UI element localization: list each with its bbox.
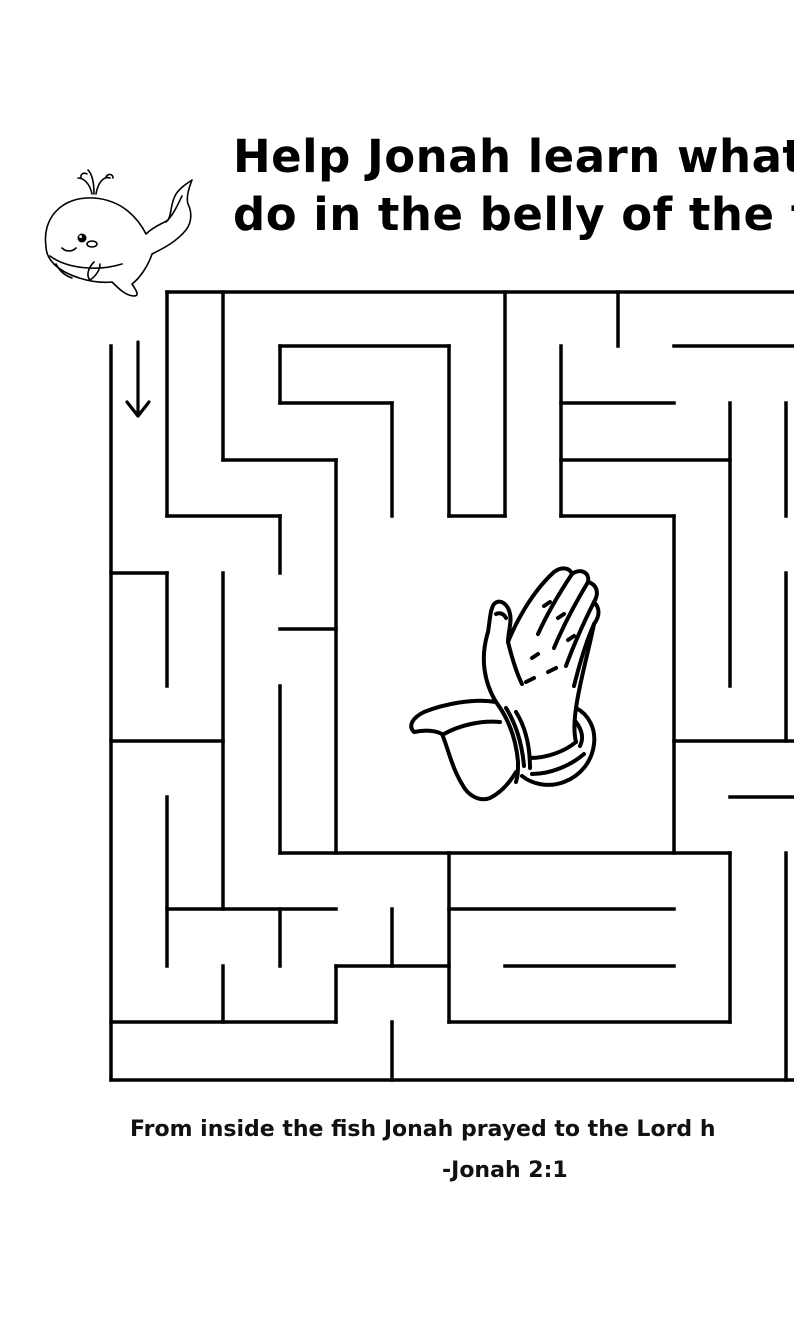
arrow-down-icon (125, 340, 151, 418)
worksheet-title: Help Jonah learn what do in the belly of… (233, 128, 794, 244)
title-line-2: do in the belly of the f (233, 188, 794, 241)
bible-verse: From inside the fish Jonah prayed to the… (130, 1117, 716, 1142)
title-line-1: Help Jonah learn what (233, 130, 794, 183)
praying-hands-icon (409, 566, 601, 802)
verse-reference: -Jonah 2:1 (442, 1158, 568, 1183)
whale-icon (44, 169, 193, 297)
